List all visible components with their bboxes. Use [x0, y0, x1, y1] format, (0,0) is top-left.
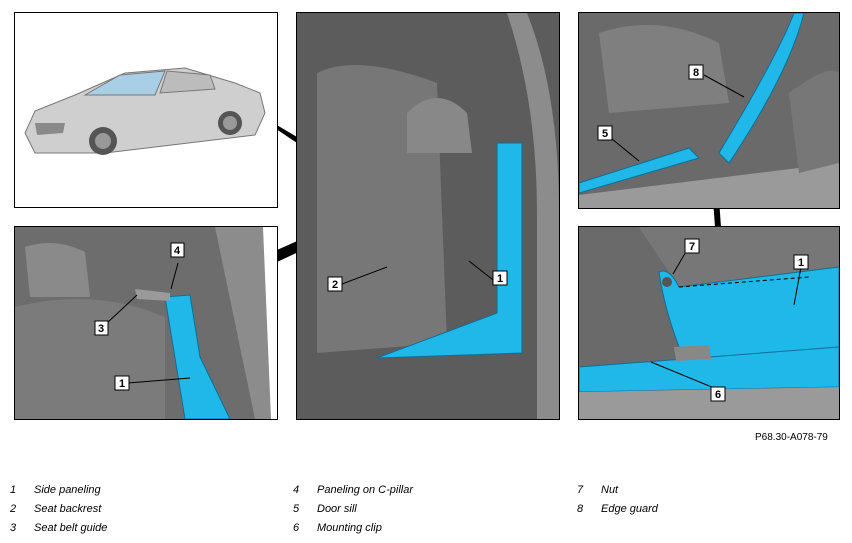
headrest-shape — [407, 98, 472, 153]
nut-shape — [662, 277, 672, 287]
mounting-clip-panel: 7 1 6 — [578, 226, 840, 420]
side-paneling-detail — [164, 294, 231, 419]
mounting-clip-shape — [674, 345, 711, 361]
headrest-shape-detail — [25, 243, 90, 297]
edge-guard-highlight — [718, 13, 805, 164]
callout-1-clip: 1 — [798, 257, 804, 269]
figure-reference: P68.30-A078-79 — [755, 432, 828, 443]
callout-4-detail: 4 — [174, 245, 181, 257]
callout-3-detail: 3 — [98, 323, 104, 335]
car-illustration — [24, 67, 266, 155]
callout-8-sill: 8 — [693, 67, 699, 79]
callout-2-center: 2 — [332, 279, 338, 291]
callout-6-clip: 6 — [715, 389, 721, 401]
callout-1-detail: 1 — [119, 378, 125, 390]
callout-5-sill: 5 — [602, 128, 608, 140]
c-pillar-detail-panel: 4 3 1 — [14, 226, 278, 420]
door-sill-panel: 8 5 — [578, 12, 840, 209]
callout-7-clip: 7 — [689, 241, 695, 253]
center-interior-panel: 1 2 — [296, 12, 560, 420]
vehicle-overview-panel — [14, 12, 278, 208]
callout-1-center: 1 — [497, 273, 503, 285]
